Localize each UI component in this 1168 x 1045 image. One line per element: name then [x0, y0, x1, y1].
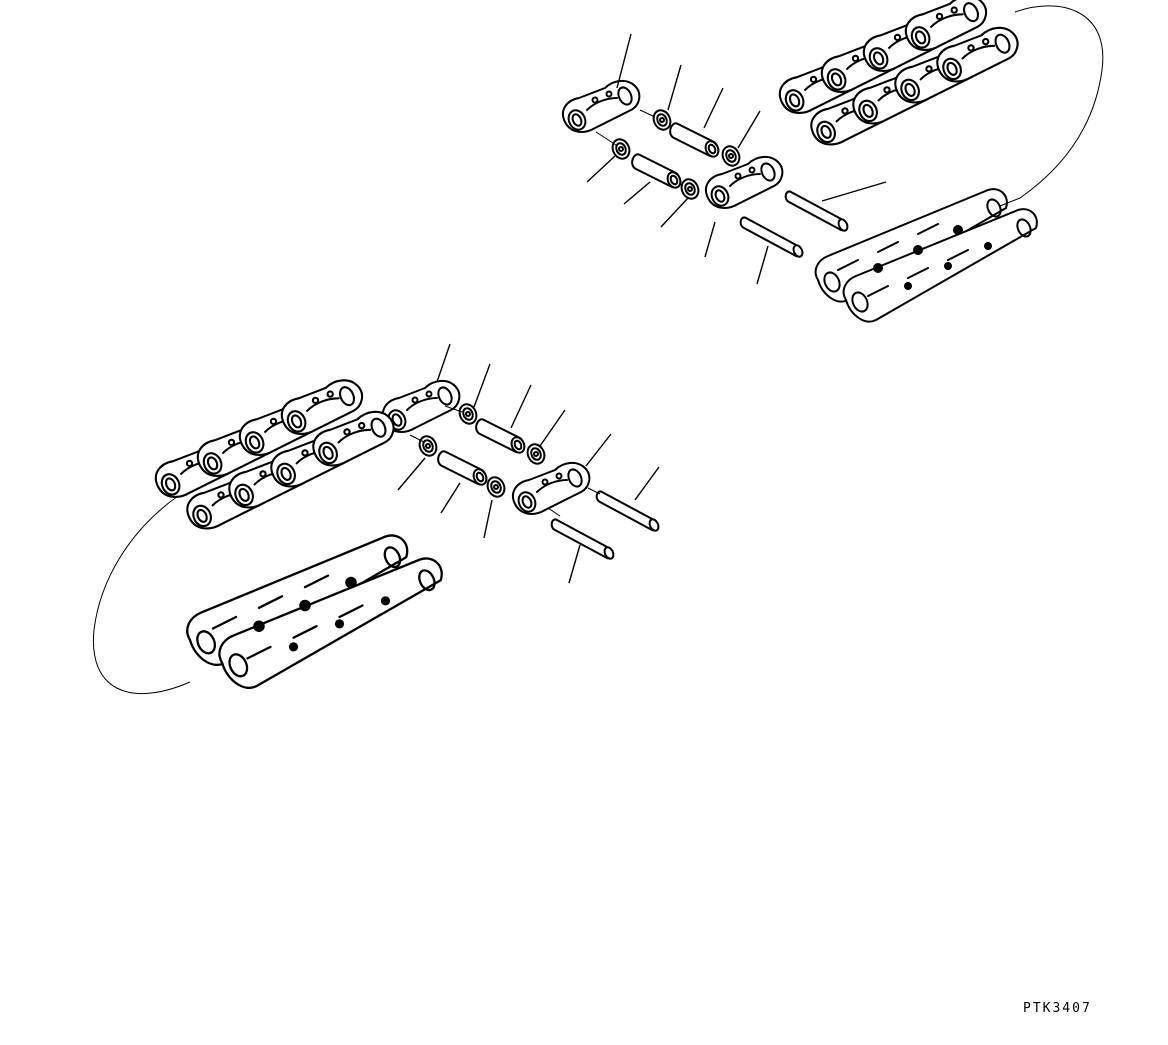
upper-right-top-chain: [780, 0, 1018, 145]
upper-return-curve: [999, 5, 1104, 207]
lower-exploded-assembly: [381, 343, 662, 584]
upper-link-left: [561, 79, 641, 134]
upper-link-right: [704, 155, 784, 210]
figure-code-label: PTK3407: [1023, 1001, 1092, 1016]
upper-seal-4: [677, 175, 703, 203]
lower-seal-4: [483, 473, 509, 501]
lower-pin-1: [595, 490, 662, 534]
upper-bushing-2: [631, 153, 684, 191]
lower-link-right: [511, 461, 591, 516]
lower-bushing-2: [437, 450, 490, 488]
upper-bushing-1: [669, 122, 722, 160]
upper-pin-2: [739, 216, 806, 260]
upper-leader-lines: [586, 33, 887, 285]
upper-right-bottom-chain: [814, 188, 1038, 323]
lower-return-curve: [92, 495, 191, 695]
upper-pin-1: [784, 190, 851, 234]
lower-seal-3: [415, 432, 441, 460]
upper-exploded-assembly: [561, 33, 887, 285]
lower-pin-2: [550, 518, 617, 562]
lower-bushing-1: [475, 418, 528, 456]
lower-left-bottom-chain: [186, 534, 443, 689]
lower-seal-2: [523, 440, 549, 468]
lower-leader-lines: [397, 343, 660, 584]
lower-seal-1: [455, 400, 481, 428]
lower-left-top-chain: [156, 380, 394, 529]
